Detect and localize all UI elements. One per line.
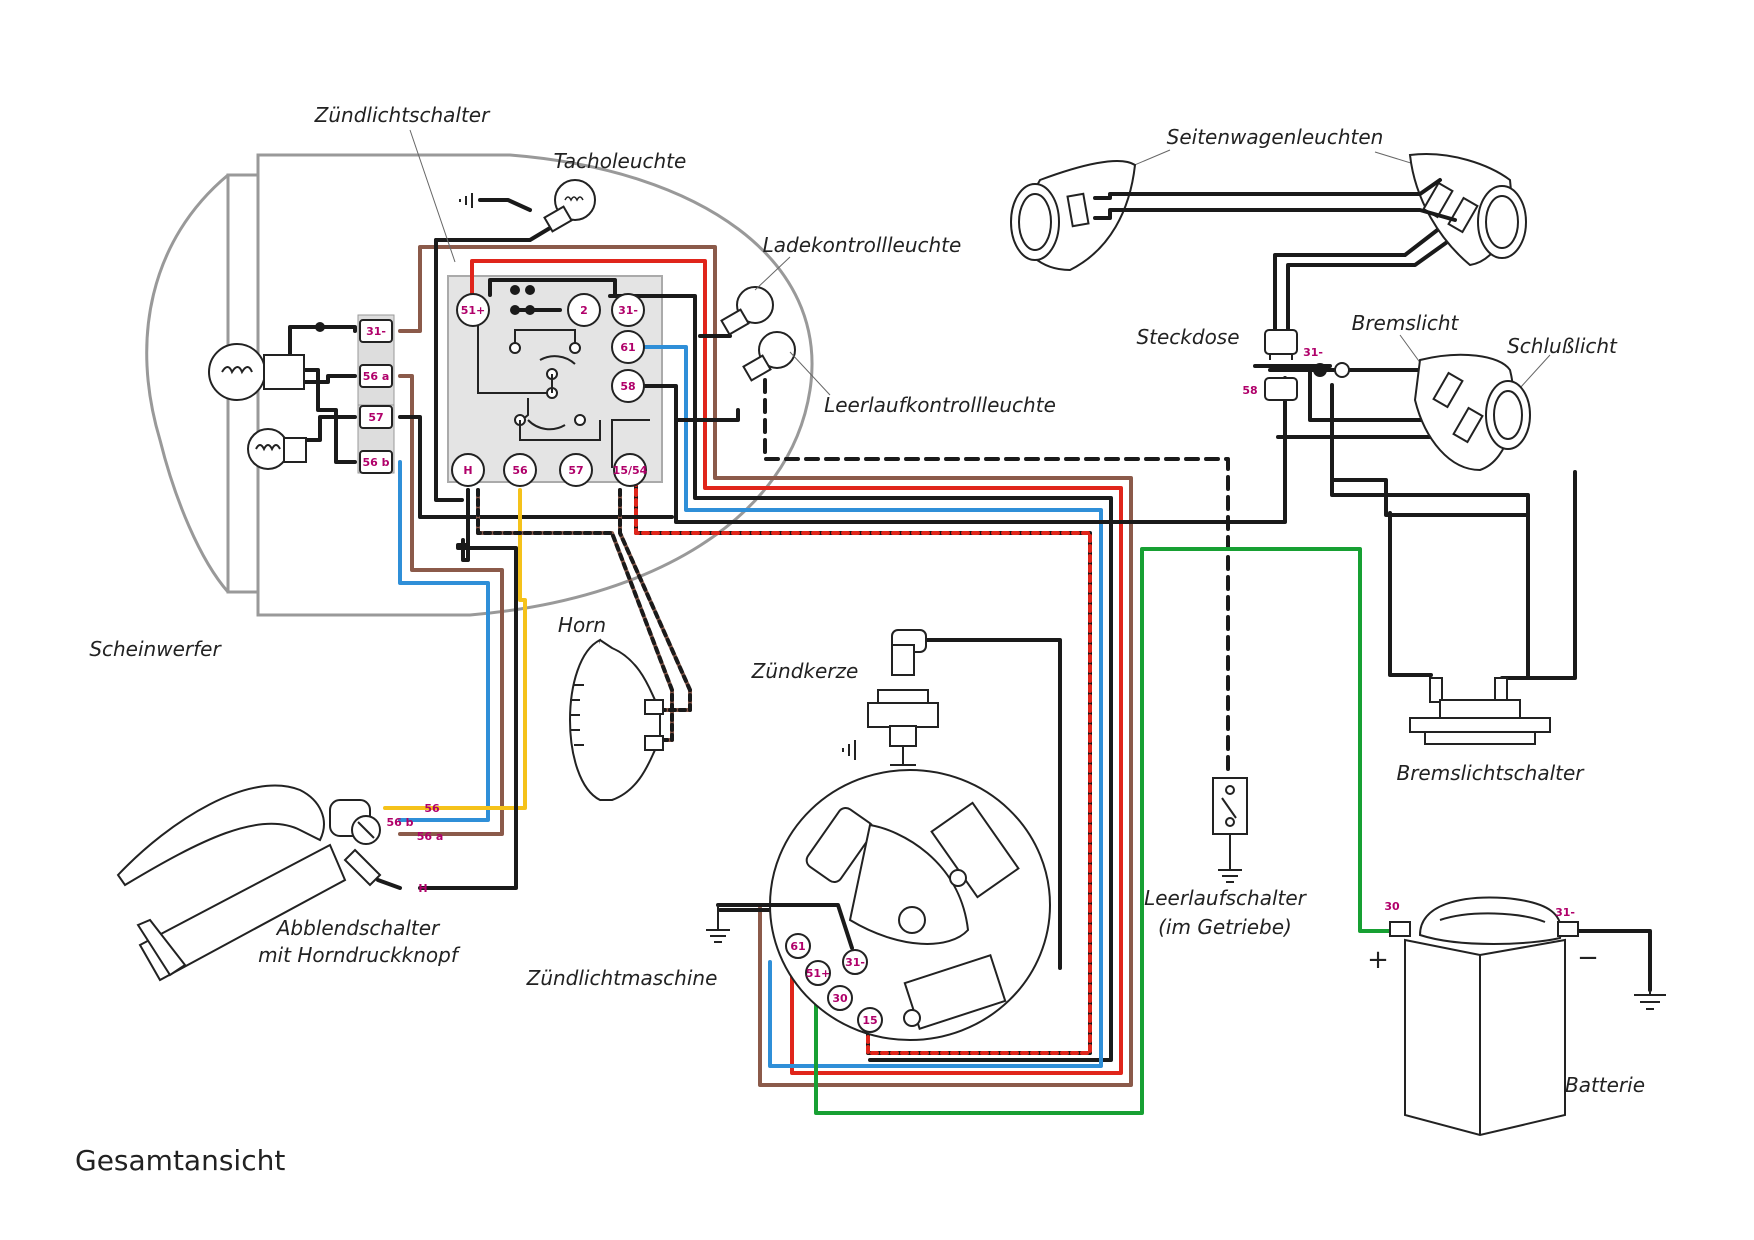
- socket-terminals: 31- 58: [1242, 346, 1323, 397]
- generator-ground-icon: [706, 905, 730, 943]
- leerlaufschalter: [1212, 777, 1248, 883]
- label-abblendschalter: Abblendschalter: [275, 916, 441, 940]
- term-switch-56: 56: [512, 464, 528, 477]
- label-abblendschalter-2: mit Horndruckknopf: [258, 943, 461, 967]
- term-headlamp-56b: 56 b: [362, 456, 389, 469]
- term-battery-31: 31-: [1555, 906, 1575, 919]
- term-dimmer-56a: 56 a: [417, 830, 444, 843]
- standlicht-bulb: [247, 428, 289, 470]
- ladekontrollleuchte-lamp: [720, 286, 774, 336]
- diagram-title: Gesamtansicht: [75, 1144, 285, 1177]
- component-labels: Zündlichtschalter Tacholeuchte Ladekontr…: [89, 103, 1645, 1097]
- leerlaufkontrollleuchte-lamp: [742, 331, 796, 382]
- bremslichtschalter: [1409, 677, 1551, 745]
- battery-plus-sign: +: [1367, 945, 1389, 975]
- label-leerlaufschalter: Leerlaufschalter: [1144, 886, 1308, 910]
- label-bremslichtschalter: Bremslichtschalter: [1396, 761, 1585, 785]
- label-zuendkerze: Zündkerze: [751, 659, 859, 683]
- dimmer-terminals: 56 56 b 56 a H: [386, 802, 443, 895]
- term-socket-58: 58: [1242, 384, 1257, 397]
- headlamp-terminals: 31- 56 a 57 56 b: [357, 314, 395, 474]
- label-schlusslicht: Schlußlicht: [1507, 334, 1618, 358]
- term-headlamp-57: 57: [368, 411, 383, 424]
- hauptlampe-bulb: [208, 343, 266, 401]
- steckdose: [1253, 329, 1350, 401]
- term-switch-61: 61: [620, 341, 635, 354]
- term-gen-61: 61: [790, 940, 805, 953]
- headlamp-bulbs: [208, 322, 357, 470]
- term-dimmer-56: 56: [424, 802, 440, 815]
- term-headlamp-56a: 56 a: [363, 370, 390, 383]
- term-switch-57: 57: [568, 464, 583, 477]
- term-switch-31: 31-: [618, 304, 638, 317]
- term-switch-1554: 15/54: [613, 464, 648, 477]
- label-bremslicht: Bremslicht: [1352, 311, 1460, 335]
- generator-terminals: 61 51+ 31- 30 15: [785, 933, 883, 1033]
- term-gen-31: 31-: [845, 956, 865, 969]
- switch-terminals: 51+ 2 31- 61 58 H 56 57 15/54: [451, 293, 648, 487]
- label-zuendlichtmaschine: Zündlichtmaschine: [526, 966, 718, 990]
- battery-minus-sign: −: [1577, 943, 1599, 973]
- label-batterie: Batterie: [1565, 1073, 1645, 1097]
- wires: [383, 223, 1652, 1115]
- horn: [569, 638, 664, 802]
- term-switch-51: 51+: [461, 304, 486, 317]
- zuendkerze: [842, 629, 939, 766]
- label-horn: Horn: [558, 613, 606, 637]
- label-ladekontrollleuchte: Ladekontrollleuchte: [763, 233, 962, 257]
- term-switch-h: H: [463, 464, 472, 477]
- term-socket-31: 31-: [1303, 346, 1323, 359]
- switch-panel-internals: [477, 278, 650, 468]
- tacholeuchte-lamp: [459, 179, 596, 233]
- seitenwagenleuchten: [1010, 153, 1527, 272]
- label-steckdose: Steckdose: [1136, 325, 1239, 349]
- label-tacholeuchte: Tacholeuchte: [554, 149, 687, 173]
- term-switch-58: 58: [620, 380, 635, 393]
- label-zuendlichtschalter: Zündlichtschalter: [314, 103, 491, 127]
- batterie: [1389, 896, 1666, 1137]
- term-dimmer-h: H: [418, 882, 427, 895]
- abblendschalter: [116, 784, 402, 982]
- schlusslicht: [1413, 353, 1531, 472]
- term-gen-30: 30: [832, 992, 848, 1005]
- battery-terminals: 30 31- + −: [1367, 900, 1599, 975]
- term-dimmer-56b: 56 b: [386, 816, 413, 829]
- label-scheinwerfer: Scheinwerfer: [89, 637, 222, 661]
- label-seitenwagenleuchten: Seitenwagenleuchten: [1167, 125, 1384, 149]
- term-gen-15: 15: [862, 1014, 877, 1027]
- label-leerlaufschalter-2: (im Getriebe): [1158, 915, 1292, 939]
- term-gen-51: 51+: [806, 967, 831, 980]
- label-leerlaufkontrollleuchte: Leerlaufkontrollleuchte: [824, 393, 1056, 417]
- zuendlichtmaschine: [716, 769, 1051, 1041]
- term-headlamp-31: 31-: [366, 325, 386, 338]
- term-switch-2: 2: [580, 304, 588, 317]
- term-battery-30: 30: [1384, 900, 1400, 913]
